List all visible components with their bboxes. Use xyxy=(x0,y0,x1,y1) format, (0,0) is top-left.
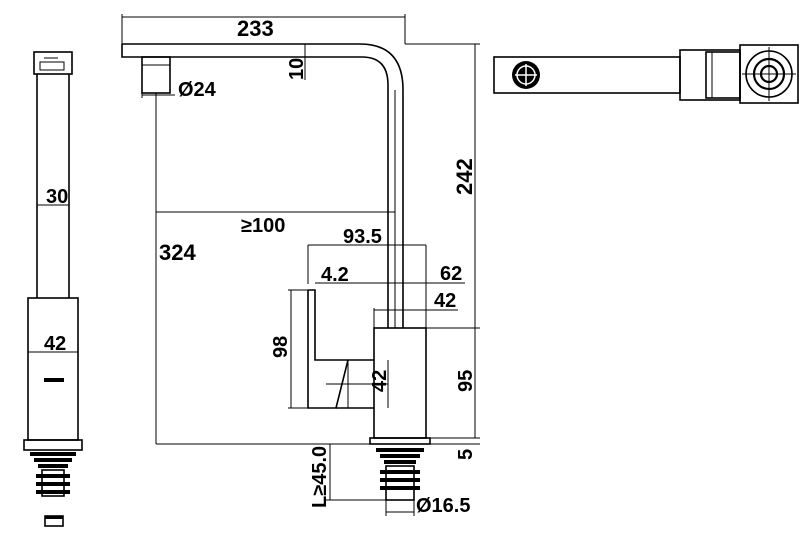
dim-100: ≥100 xyxy=(241,215,285,237)
side-base xyxy=(23,439,83,451)
side-nut-5 xyxy=(36,482,70,486)
side-nut-1 xyxy=(30,452,76,456)
top-view xyxy=(493,44,799,104)
dim-42-vertical: 42 xyxy=(369,370,391,392)
dim-16-5: Ø16.5 xyxy=(416,495,470,517)
side-dim-30: 30 xyxy=(46,186,68,208)
outlet-aerator xyxy=(141,56,171,94)
dim-24: Ø24 xyxy=(178,79,217,101)
nut-3 xyxy=(384,460,416,464)
dim-4-2: 4.2 xyxy=(321,264,349,286)
side-body xyxy=(27,297,79,441)
side-logo-mark xyxy=(44,378,64,382)
top-lever-housing xyxy=(679,49,741,101)
dim-10: 10 xyxy=(286,58,308,80)
side-nut-6 xyxy=(36,490,70,494)
spout-outer-upper xyxy=(122,43,404,328)
dim-93-5: 93.5 xyxy=(343,226,382,248)
lever-top xyxy=(308,289,374,361)
front-view: 233 10 Ø24 242 ≥100 324 93.5 4.2 62 42 9… xyxy=(121,14,480,517)
dim-l45: L≥45.0 xyxy=(309,446,331,508)
side-nut-2 xyxy=(34,458,72,462)
side-connector-top xyxy=(45,516,63,519)
side-view: 30 42 xyxy=(23,51,83,527)
lever-body xyxy=(307,290,349,409)
side-nut-3 xyxy=(38,464,68,468)
dim-98: 98 xyxy=(270,336,292,358)
spout-outer-lower xyxy=(121,44,389,328)
top-body xyxy=(739,44,799,104)
dim-5: 5 xyxy=(455,449,477,460)
faucet-base xyxy=(369,437,431,445)
dim-62: 62 xyxy=(440,263,462,285)
dim-242: 242 xyxy=(452,158,477,195)
side-nut-4 xyxy=(36,474,70,478)
side-spout-cap xyxy=(33,51,73,75)
side-dim-42: 42 xyxy=(44,333,66,355)
dim-233: 233 xyxy=(237,16,274,41)
nut-2 xyxy=(380,454,420,458)
nut-1 xyxy=(376,448,424,452)
nut-4 xyxy=(380,470,420,474)
top-lever xyxy=(705,51,741,99)
side-thread xyxy=(41,469,65,497)
side-aerator xyxy=(39,57,65,71)
dim-42: 42 xyxy=(434,290,456,312)
nut-6 xyxy=(380,486,420,490)
dim-324: 324 xyxy=(159,240,196,265)
shank-thread xyxy=(385,465,415,501)
nut-5 xyxy=(380,478,420,482)
dim-95: 95 xyxy=(455,370,477,392)
